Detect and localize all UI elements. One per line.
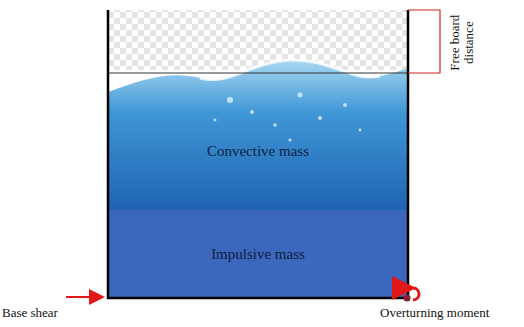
impulsive-water — [108, 210, 408, 298]
moment-arrow — [413, 288, 419, 300]
force-label: Base shear — [2, 305, 58, 321]
shear-arrow — [66, 296, 103, 298]
freeboard-bracket — [408, 10, 440, 73]
band-label: Convective mass — [207, 143, 309, 160]
band-label: Impulsive mass — [211, 246, 305, 263]
water-line — [108, 73, 408, 74]
pivot-dot — [404, 295, 411, 302]
convective-water — [108, 60, 408, 210]
freeboard-label: Free board distance — [448, 9, 475, 75]
impulsive-band: Impulsive mass — [110, 212, 406, 296]
wave-crest — [200, 60, 380, 80]
convective-band: Convective mass — [110, 95, 406, 208]
bubbles — [214, 93, 362, 142]
tank-wall — [108, 10, 408, 298]
moment-label: Overturning moment — [380, 305, 489, 321]
empty-space — [108, 10, 408, 70]
